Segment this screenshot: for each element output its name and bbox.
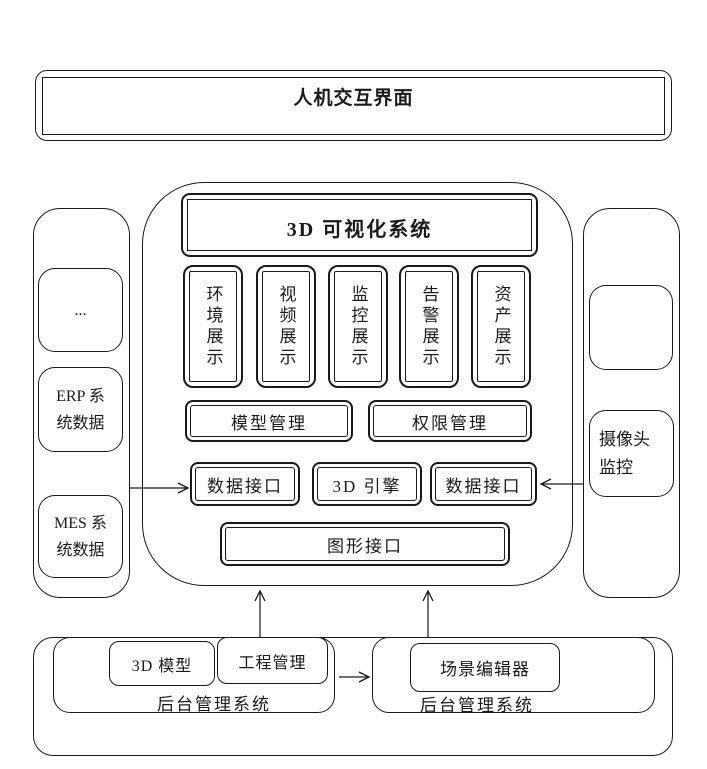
model-3d-box: 3D 模型 <box>109 641 215 686</box>
display-module-monitoring: 监控展示 <box>328 265 388 388</box>
scene-editor-box: 场景编辑器 <box>410 643 560 692</box>
data-interface-right-box: 数据接口 <box>430 462 537 506</box>
display-module-label: 环境展示 <box>203 284 223 369</box>
backend-system-right-label: 后台管理系统 <box>420 696 534 715</box>
data-interface-right-label: 数据接口 <box>435 467 532 501</box>
more-sources-box: ... <box>38 268 123 352</box>
graphics-interface-box: 图形接口 <box>220 522 510 566</box>
display-module-alarm: 告警展示 <box>399 265 459 388</box>
engine-3d-label: 3D 引擎 <box>317 467 417 501</box>
backend-system-left-label: 后台管理系统 <box>157 695 271 714</box>
display-module-label: 告警展示 <box>419 284 439 369</box>
viz-system-box: 3D 可视化系统 <box>181 193 538 257</box>
permission-management-box: 权限管理 <box>368 400 532 442</box>
permission-management-label: 权限管理 <box>373 405 527 437</box>
viz-system-box-inner: 3D 可视化系统 <box>187 199 532 251</box>
hmi-banner-title: 人机交互界面 <box>293 88 414 109</box>
data-interface-left-label: 数据接口 <box>195 467 295 501</box>
hmi-banner: 人机交互界面 <box>35 70 672 141</box>
graphics-interface-label: 图形接口 <box>225 527 505 561</box>
hmi-banner-inner: 人机交互界面 <box>42 77 665 135</box>
project-management-label: 工程管理 <box>238 654 307 672</box>
model-management-box: 模型管理 <box>185 400 353 442</box>
project-management-box: 工程管理 <box>217 637 328 684</box>
scene-editor-label: 场景编辑器 <box>440 660 530 679</box>
erp-data-box: ERP 系 统数据 <box>38 367 123 452</box>
more-sources-label: ... <box>74 301 87 319</box>
model-3d-label: 3D 模型 <box>131 657 193 675</box>
erp-data-label: ERP 系 统数据 <box>56 387 105 432</box>
viz-system-title: 3D 可视化系统 <box>286 218 433 241</box>
model-management-label: 模型管理 <box>190 405 348 437</box>
camera-monitor-label: 摄像头 监控 <box>599 429 650 477</box>
display-module-video: 视频展示 <box>256 265 316 388</box>
engine-3d-box: 3D 引擎 <box>312 462 422 506</box>
camera-panel <box>583 208 680 598</box>
display-module-label: 监控展示 <box>348 284 368 369</box>
display-module-label: 视频展示 <box>276 284 296 369</box>
display-module-asset: 资产展示 <box>471 265 531 388</box>
camera-monitor-box: 摄像头 监控 <box>589 410 674 497</box>
mes-data-label: MES 系 统数据 <box>54 514 107 559</box>
display-module-label: 资产展示 <box>491 284 511 369</box>
camera-placeholder-box <box>589 285 673 370</box>
data-interface-left-box: 数据接口 <box>190 462 300 506</box>
mes-data-box: MES 系 统数据 <box>38 495 123 578</box>
display-module-environment: 环境展示 <box>183 265 243 388</box>
